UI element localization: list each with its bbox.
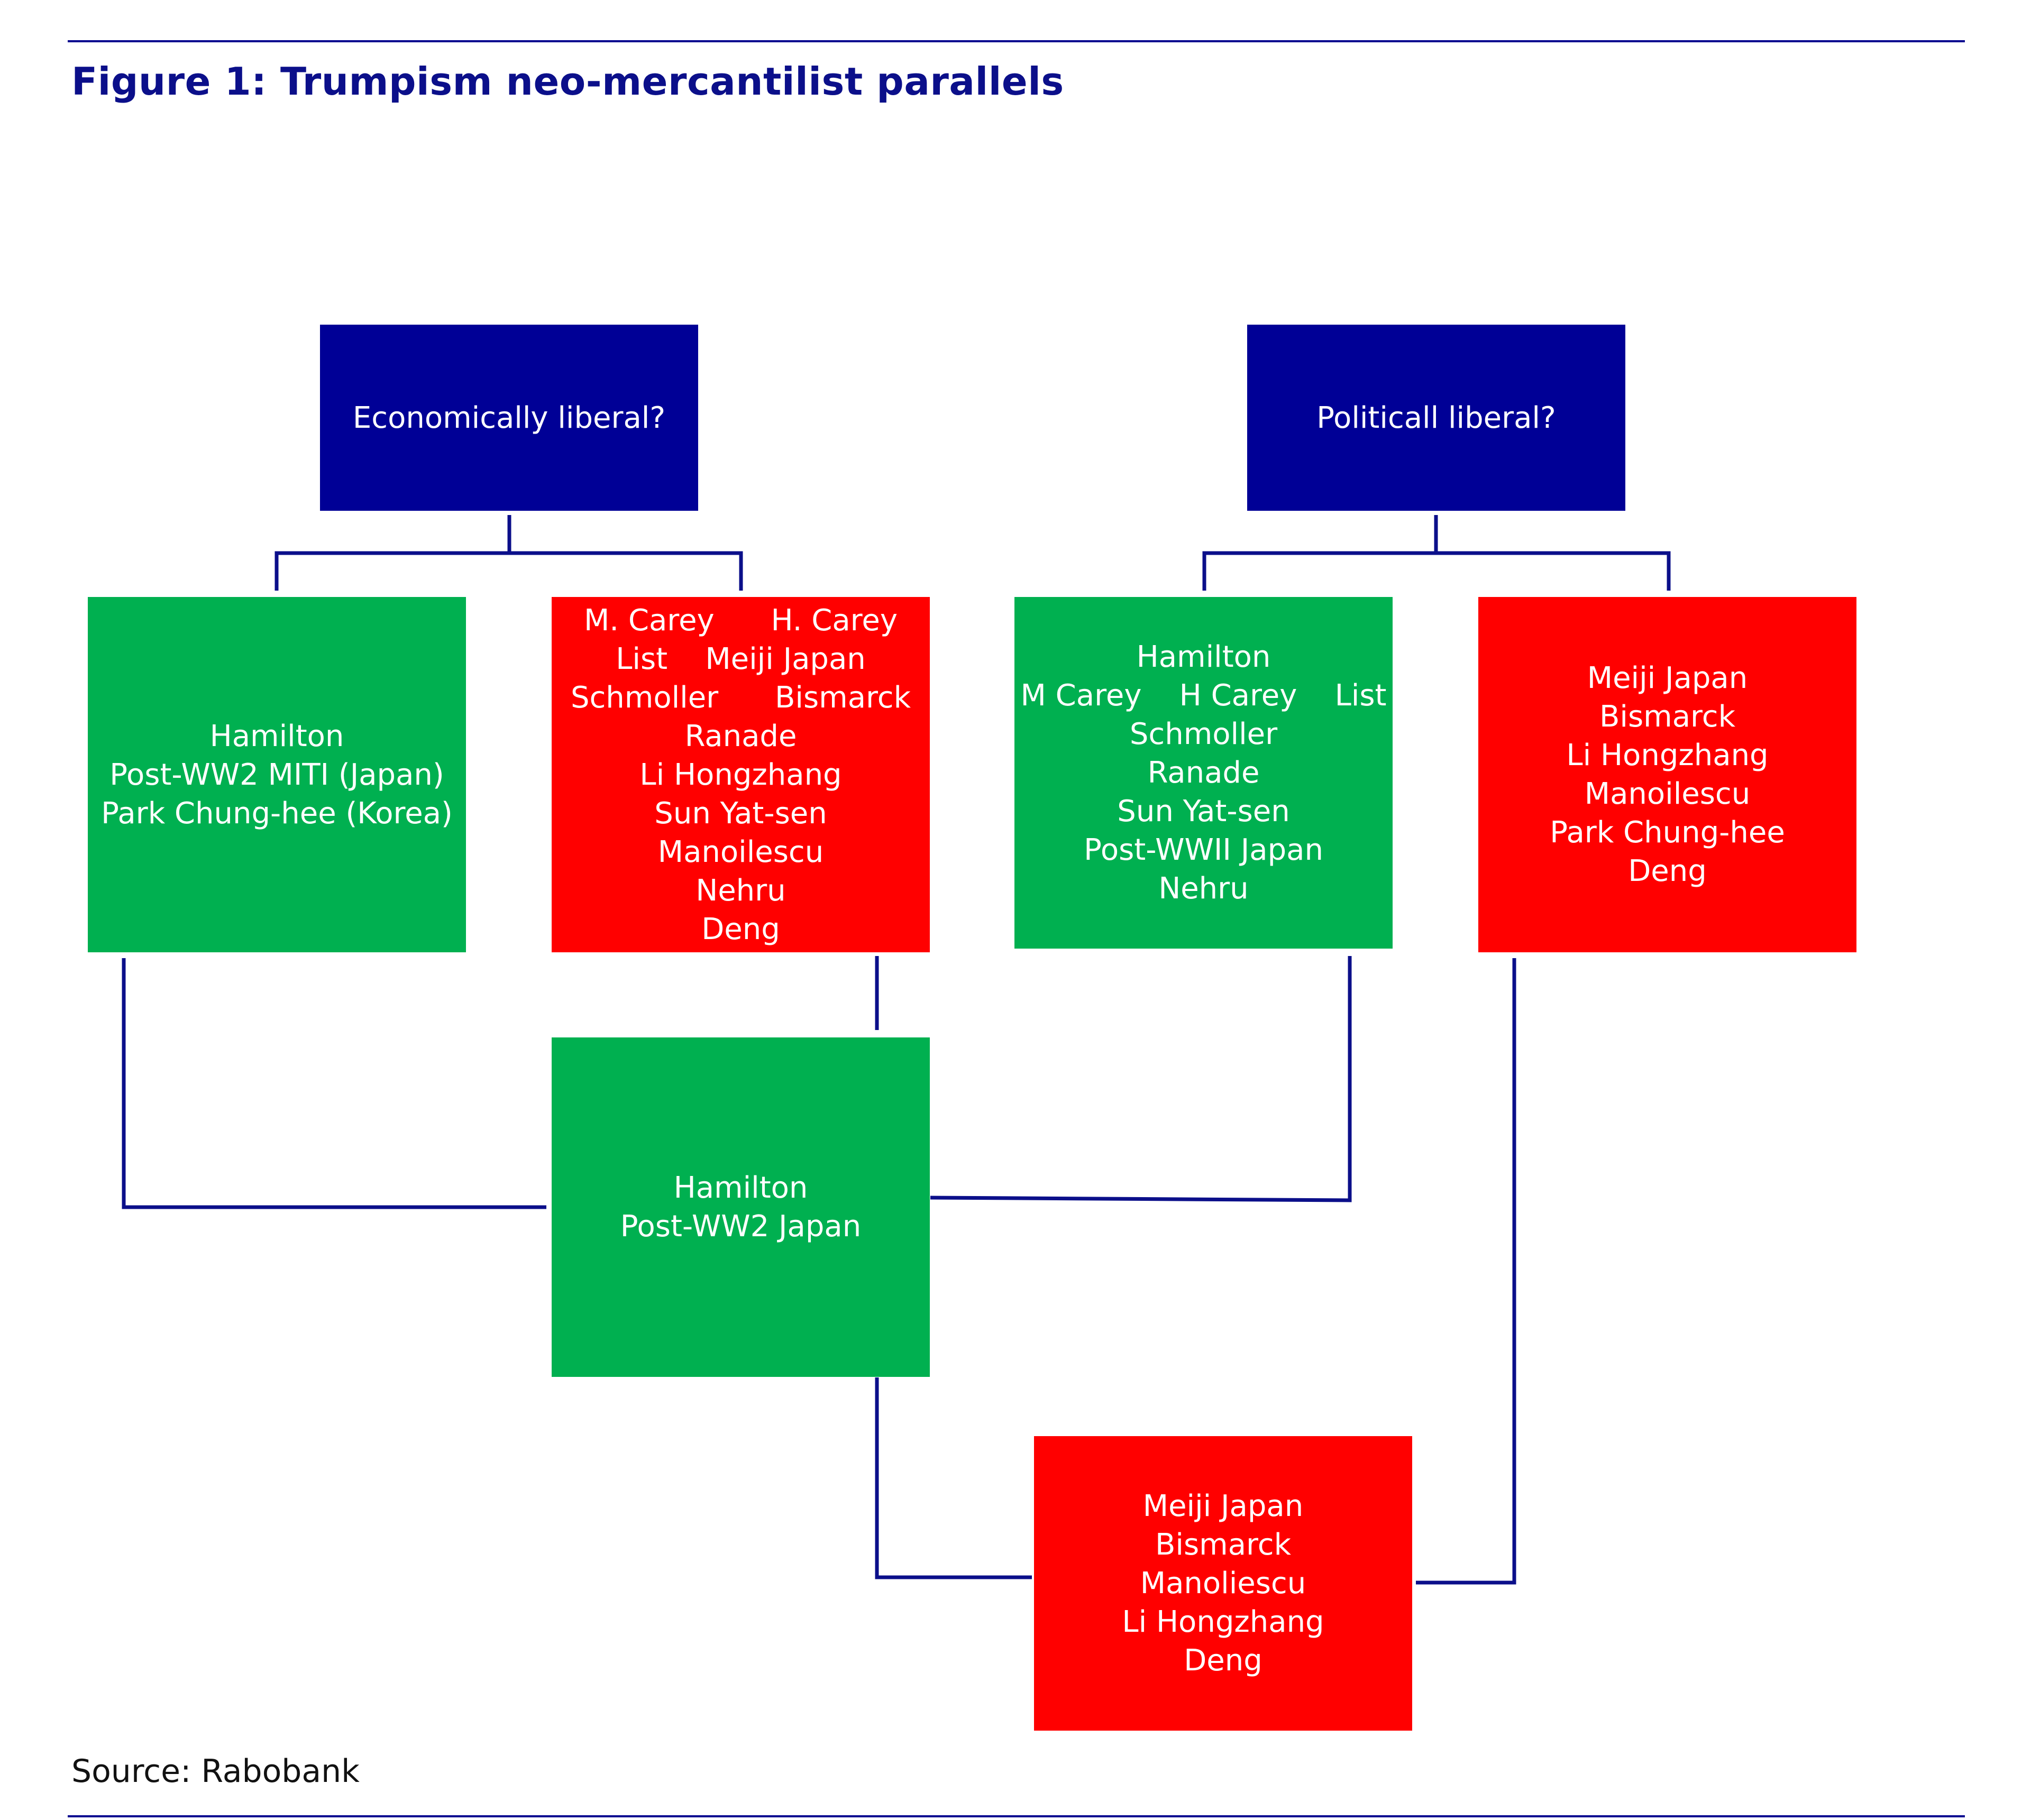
pol-yes-line-5: Sun Yat-sen <box>1117 794 1290 829</box>
pol-yes-line-7: Nehru <box>1158 871 1249 906</box>
pol-yes-line-3: Schmoller <box>1129 717 1278 751</box>
neither-liberal-line-4: Li Hongzhang <box>1122 1605 1324 1639</box>
economically-liberal-question-box: Economically liberal? <box>320 325 698 511</box>
connector-both-to-neither <box>875 1377 1032 1579</box>
pol-yes-line-2: M Carey H Carey List <box>1020 678 1387 713</box>
pol-no-line-1: Meiji Japan <box>1587 661 1748 695</box>
connector-econ-split-right <box>509 551 743 591</box>
econ-no-line-5: Li Hongzhang <box>639 757 842 792</box>
pol-no-line-2: Bismarck <box>1599 700 1736 734</box>
pol-no-line-6: Deng <box>1628 854 1707 888</box>
politically-liberal-question-box: Politicall liberal? <box>1247 325 1625 511</box>
econ-no-line-7: Manoilescu <box>657 834 824 869</box>
neither-liberal-line-5: Deng <box>1184 1643 1262 1678</box>
econ-no-line-6: Sun Yat-sen <box>654 796 827 831</box>
econ-yes-line-1: Hamilton <box>209 719 344 753</box>
pol-no-line-5: Park Chung-hee <box>1550 815 1785 850</box>
pol-yes-line-6: Post-WWII Japan <box>1084 833 1323 867</box>
economically-liberal-question-label: Economically liberal? <box>352 400 666 435</box>
econ-yes-line-2: Post-WW2 MITI (Japan) <box>109 757 444 792</box>
bottom-rule <box>68 1815 1965 1817</box>
connector-econ-split <box>275 515 511 591</box>
pol-no-line-4: Manoilescu <box>1584 777 1751 811</box>
econ-yes-line-3: Park Chung-hee (Korea) <box>101 796 453 831</box>
politically-liberal-yes-box: Hamilton M Carey H Carey List Schmoller … <box>1014 597 1393 949</box>
pol-yes-line-1: Hamilton <box>1136 640 1271 674</box>
both-liberal-box: Hamilton Post-WW2 Japan <box>552 1037 930 1377</box>
neither-liberal-line-1: Meiji Japan <box>1142 1489 1304 1523</box>
econ-no-line-2: List Meiji Japan <box>616 641 866 676</box>
politically-liberal-question-label: Politicall liberal? <box>1316 400 1556 435</box>
both-liberal-line-1: Hamilton <box>673 1171 808 1205</box>
econ-no-line-1: M. Carey H. Carey <box>583 603 898 638</box>
top-rule <box>68 40 1965 42</box>
both-liberal-line-2: Post-WW2 Japan <box>620 1209 862 1244</box>
neither-liberal-line-2: Bismarck <box>1155 1528 1292 1562</box>
connector-pol-yes-to-both <box>930 956 1352 1202</box>
econ-no-line-3: Schmoller Bismarck <box>570 680 911 715</box>
pol-no-line-3: Li Hongzhang <box>1566 738 1769 773</box>
politically-liberal-no-box: Meiji Japan Bismarck Li Hongzhang Manoil… <box>1478 597 1856 952</box>
economically-liberal-yes-box: Hamilton Post-WW2 MITI (Japan) Park Chun… <box>88 597 466 952</box>
neither-liberal-box: Meiji Japan Bismarck Manoliescu Li Hongz… <box>1034 1436 1412 1731</box>
econ-no-line-4: Ranade <box>684 719 797 753</box>
figure-title: Figure 1: Trumpism neo-mercantilist para… <box>71 59 1064 104</box>
econ-no-line-9: Deng <box>701 912 780 946</box>
econ-no-line-8: Nehru <box>696 873 786 908</box>
source-note: Source: Rabobank <box>71 1753 360 1790</box>
connector-pol-no-to-neither <box>1416 958 1516 1585</box>
pol-yes-line-4: Ranade <box>1147 756 1260 790</box>
economically-liberal-no-box: M. Carey H. Carey List Meiji Japan Schmo… <box>552 597 930 952</box>
connector-pol-split-right <box>1436 551 1671 591</box>
connector-econ-yes-to-both <box>122 958 546 1209</box>
neither-liberal-line-3: Manoliescu <box>1140 1566 1306 1601</box>
connector-pol-split <box>1202 515 1438 591</box>
